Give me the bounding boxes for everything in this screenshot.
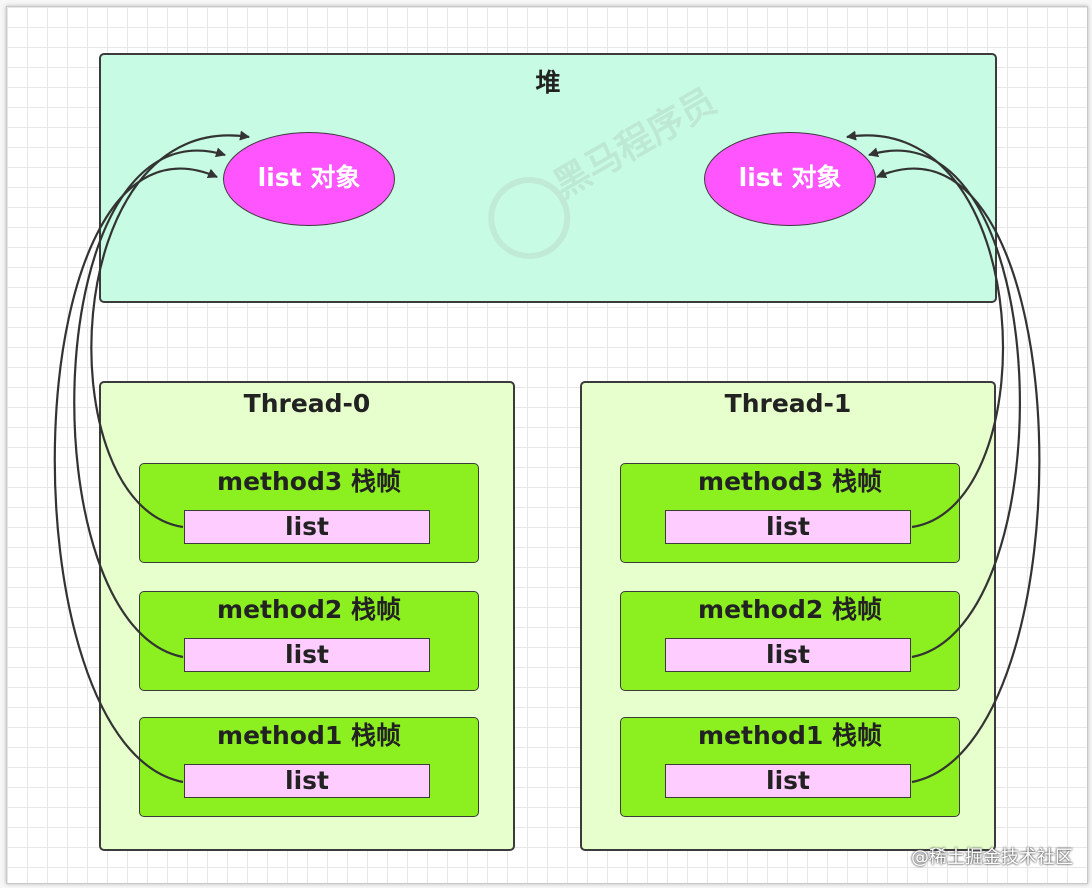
credit-text: @稀土掘金技术社区 [911, 847, 1073, 868]
stack-frame-method1: method1 栈帧 list [620, 717, 960, 817]
frame-label: method2 栈帧 [698, 595, 882, 624]
stack-frame-method2: method2 栈帧 list [620, 591, 960, 691]
stack-frame-method1: method1 栈帧 list [139, 717, 479, 817]
local-var-list: list [665, 638, 911, 672]
local-var-list: list [184, 510, 430, 544]
thread-title: Thread-1 [724, 389, 852, 418]
thread-0-box: Thread-0 method3 栈帧 list method2 栈帧 list… [99, 381, 515, 851]
frame-label: method3 栈帧 [698, 467, 882, 496]
frame-label: method3 栈帧 [217, 467, 401, 496]
stack-frame-method3: method3 栈帧 list [620, 463, 960, 563]
local-var-list: list [184, 764, 430, 798]
list-object-0: list 对象 [223, 132, 395, 226]
thread-1-box: Thread-1 method3 栈帧 list method2 栈帧 list… [580, 381, 996, 851]
local-var-list: list [665, 510, 911, 544]
stack-frame-method3: method3 栈帧 list [139, 463, 479, 563]
stack-frame-method2: method2 栈帧 list [139, 591, 479, 691]
local-var-list: list [184, 638, 430, 672]
heap-title: 堆 [535, 68, 561, 97]
frame-label: method1 栈帧 [217, 721, 401, 750]
thread-title: Thread-0 [243, 389, 371, 418]
frame-label: method2 栈帧 [217, 595, 401, 624]
diagram-canvas: 堆 list 对象 list 对象 黑马程序员 Thread-0 method3… [6, 6, 1088, 884]
local-var-list: list [665, 764, 911, 798]
frame-label: method1 栈帧 [698, 721, 882, 750]
